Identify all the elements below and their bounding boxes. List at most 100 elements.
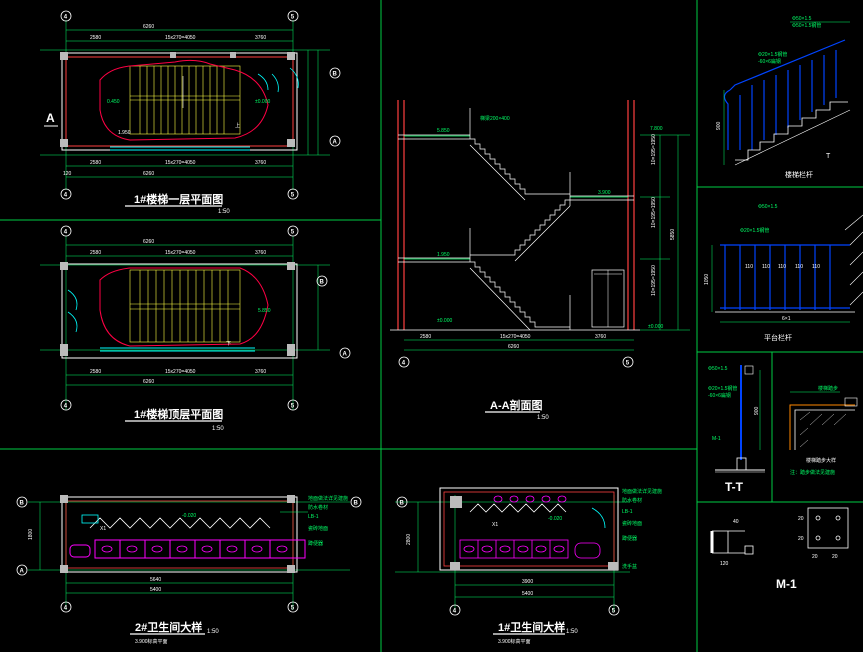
svg-text:10×195=1950: 10×195=1950 — [651, 197, 657, 228]
toilet-2-plan: -0.020 X1 地面做法详见建施 防水卷材 LB-1 瓷砖地面 蹲便器 18… — [16, 495, 362, 645]
toilet-1-plan: X1 -0.020 地面做法详见建施 防水卷材 LB-1 瓷砖地面 蹲便器 洗手… — [395, 487, 662, 645]
svg-text:蹲便器: 蹲便器 — [622, 535, 637, 542]
svg-text:2580: 2580 — [90, 160, 101, 166]
top-floor-plan: 5.850 下 6260 2580 15x270=4050 3760 2580 … — [40, 225, 351, 432]
svg-text:20: 20 — [832, 554, 838, 560]
svg-text:120: 120 — [720, 561, 729, 567]
svg-text:T: T — [826, 153, 831, 160]
toilet2-sub: 3.900标高平面 — [135, 638, 168, 645]
m1-title: M-1 — [776, 577, 797, 591]
svg-text:5: 5 — [291, 193, 295, 199]
svg-text:5: 5 — [626, 361, 630, 367]
svg-text:3760: 3760 — [255, 369, 266, 375]
svg-text:5.850: 5.850 — [437, 128, 450, 134]
svg-text:5850: 5850 — [670, 229, 676, 240]
svg-text:110: 110 — [762, 264, 770, 270]
svg-text:110: 110 — [795, 264, 803, 270]
svg-text:3760: 3760 — [255, 250, 266, 256]
axis-bubble-5-top-2: 5 — [287, 225, 299, 237]
svg-text:5: 5 — [291, 230, 295, 236]
ground-floor-plan: 0.450 ±0.000 1.950 上 A 6260 2580 15x270=… — [40, 10, 341, 215]
stair-railing-detail: 900 Φ50×1.5 Φ50×1.5钢管 Φ20×1.5钢管 -60×6扁钢 … — [716, 16, 851, 179]
dim-left-seg: 2580 — [90, 35, 101, 41]
toilet2-axis-bubble-a: A — [16, 564, 28, 576]
svg-text:2580: 2580 — [420, 334, 431, 340]
toilet1-sub: 3.900标高平面 — [498, 638, 531, 645]
axis-bubble-4-bottom-2: 4 — [60, 399, 72, 411]
svg-text:Φ20×1.5钢管: Φ20×1.5钢管 — [758, 51, 787, 58]
svg-text:Φ50×1.5钢管: Φ50×1.5钢管 — [792, 22, 821, 29]
toilet1-scale: 1:50 — [566, 629, 578, 635]
svg-text:5: 5 — [291, 606, 295, 612]
section-title: A-A剖面图 — [490, 398, 543, 412]
svg-text:4: 4 — [64, 606, 68, 612]
svg-text:-0.020: -0.020 — [182, 513, 196, 519]
svg-text:B: B — [320, 280, 325, 286]
railing-title: 楼梯栏杆 — [785, 170, 813, 179]
svg-text:下: 下 — [226, 341, 231, 347]
dim-right-seg: 3760 — [255, 35, 266, 41]
svg-text:110: 110 — [812, 264, 820, 270]
svg-text:3760: 3760 — [255, 160, 266, 166]
svg-text:B: B — [20, 501, 25, 507]
top-plan-scale: 1:50 — [212, 426, 224, 432]
svg-text:2800: 2800 — [406, 534, 412, 545]
axis-bubble-b: B — [329, 67, 341, 79]
svg-text:110: 110 — [778, 264, 786, 270]
svg-text:Φ50×1.5: Φ50×1.5 — [758, 204, 778, 210]
svg-text:15x270=4050: 15x270=4050 — [165, 250, 196, 256]
svg-text:110: 110 — [745, 264, 753, 270]
ground-plan-scale: 1:50 — [218, 209, 230, 215]
svg-text:LB-1: LB-1 — [622, 509, 633, 515]
svg-text:15x270=4050: 15x270=4050 — [500, 334, 531, 340]
svg-text:-60×6扁钢: -60×6扁钢 — [758, 58, 781, 65]
svg-text:1050: 1050 — [704, 274, 710, 285]
toilet2-axis-bubble-5: 5 — [287, 601, 299, 613]
svg-text:2580: 2580 — [90, 369, 101, 375]
svg-text:20: 20 — [812, 554, 818, 560]
svg-text:防水卷材: 防水卷材 — [622, 497, 642, 504]
svg-text:A: A — [333, 140, 338, 146]
svg-text:2580: 2580 — [90, 250, 101, 256]
svg-text:A: A — [343, 352, 348, 358]
section-a-a: 10×195=1950 10×195=1950 10×195=1950 5850… — [390, 100, 690, 421]
svg-text:5.850: 5.850 — [258, 308, 271, 314]
svg-text:5: 5 — [612, 609, 616, 615]
svg-text:Φ20×1.5钢管: Φ20×1.5钢管 — [740, 227, 769, 234]
svg-text:B: B — [400, 501, 405, 507]
svg-text:1.950: 1.950 — [437, 252, 450, 258]
axis-bubble-5-bottom: 5 — [287, 188, 299, 200]
svg-text:40: 40 — [733, 519, 739, 525]
svg-text:瓷砖地面: 瓷砖地面 — [308, 525, 328, 532]
platform-railing-detail: 1050 Φ50×1.5 Φ20×1.5钢管 110 110 110 110 1… — [704, 204, 863, 342]
svg-text:上: 上 — [235, 122, 240, 129]
svg-text:4: 4 — [64, 230, 68, 236]
section-scale: 1:50 — [537, 415, 549, 421]
svg-text:±0.000: ±0.000 — [648, 324, 663, 330]
svg-text:5400: 5400 — [150, 587, 161, 593]
section-axis-bubble-4: 4 — [398, 356, 410, 368]
svg-text:10×195=1950: 10×195=1950 — [651, 134, 657, 165]
tt-detail: Φ50×1.5 Φ20×1.5钢管 -60×6扁钢 M-1 900 T-T — [708, 365, 765, 494]
svg-text:6260: 6260 — [508, 344, 519, 350]
svg-text:B: B — [354, 501, 359, 507]
svg-text:-60×6扁钢: -60×6扁钢 — [708, 392, 731, 399]
svg-text:4: 4 — [453, 609, 457, 615]
svg-text:A: A — [46, 111, 55, 125]
svg-text:±0.000: ±0.000 — [255, 99, 270, 105]
svg-text:注：踏步做法见建施: 注：踏步做法见建施 — [790, 469, 835, 476]
tt-title: T-T — [725, 480, 744, 494]
svg-text:±0.000: ±0.000 — [437, 318, 452, 324]
toilet1-axis-bubble-b: B — [396, 496, 408, 508]
toilet2-axis-bubble-5-top: B — [350, 496, 362, 508]
svg-text:4: 4 — [402, 361, 406, 367]
svg-text:梯梁200×400: 梯梁200×400 — [480, 115, 510, 122]
svg-text:地面做法详见建施: 地面做法详见建施 — [622, 488, 662, 495]
axis-bubble-4-bottom: 4 — [60, 188, 72, 200]
svg-text:15x270=4050: 15x270=4050 — [165, 160, 196, 166]
m1-detail: 40 120 20 20 20 20 M-1 — [710, 507, 849, 591]
svg-text:洗手盆: 洗手盆 — [622, 563, 637, 570]
platform-railing-title: 平台栏杆 — [764, 333, 792, 342]
